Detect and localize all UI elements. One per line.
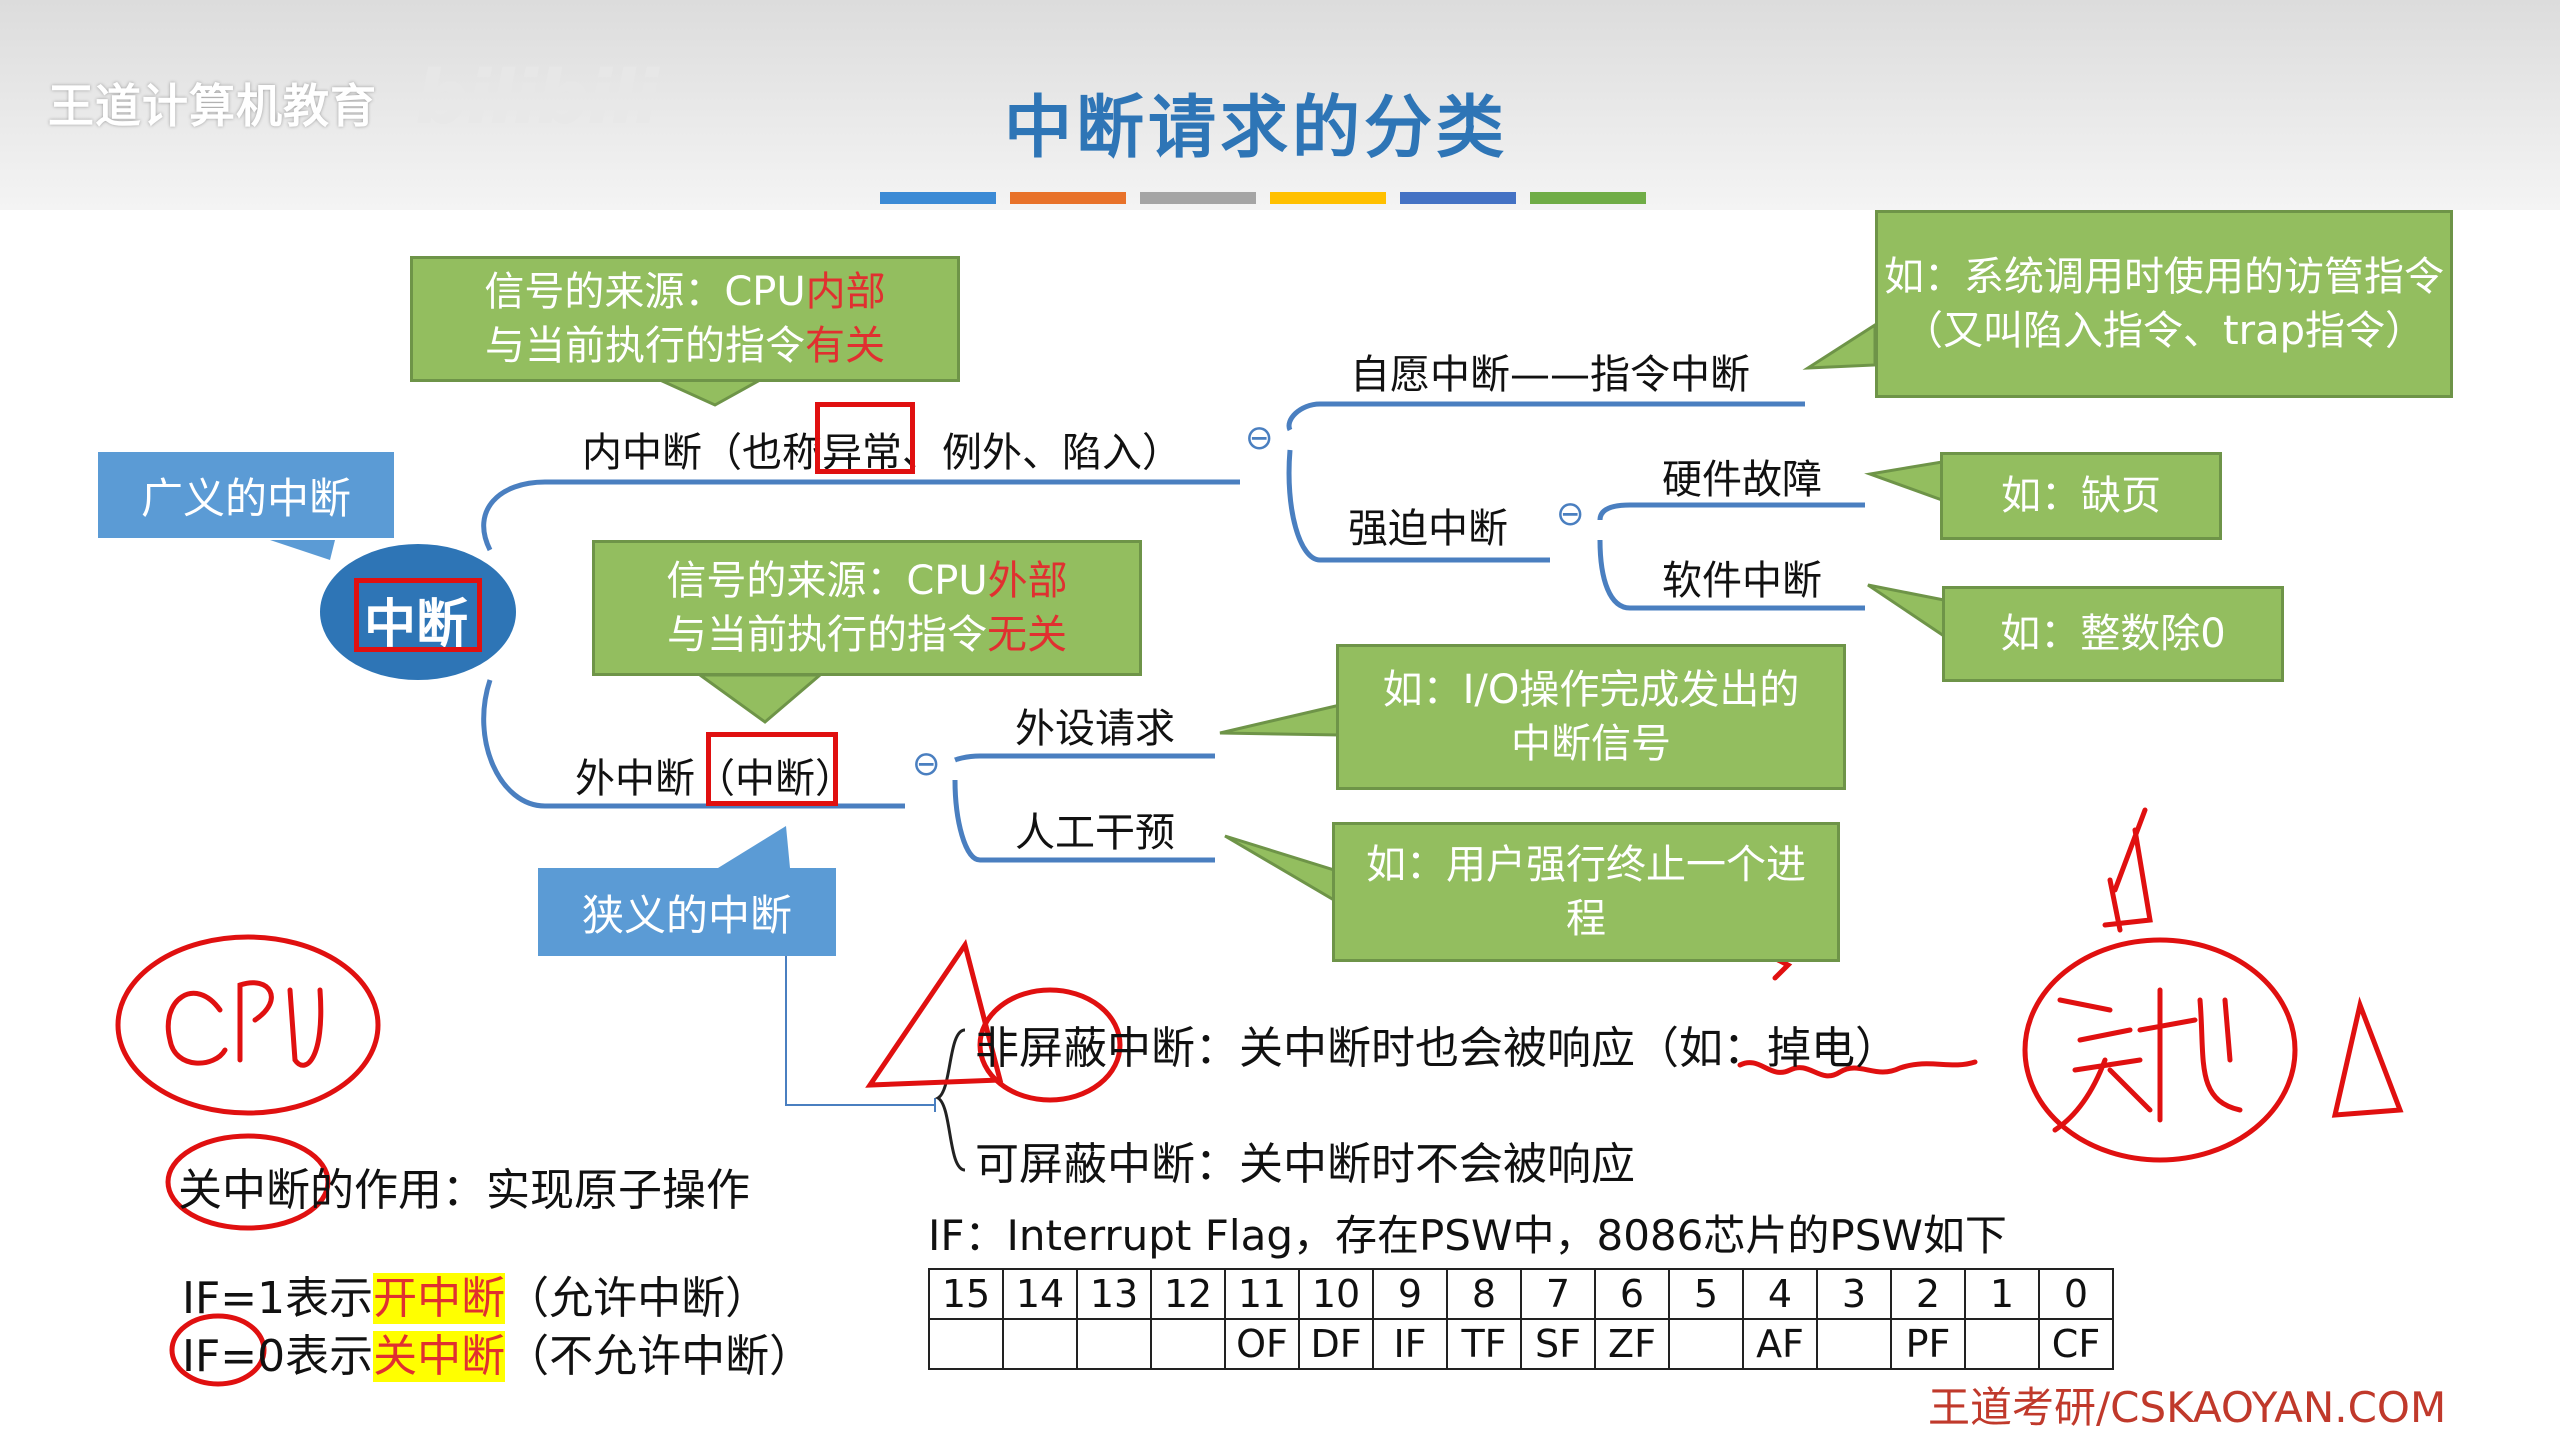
manual-intervention-note: 如：用户强行终止一个进程 <box>1332 822 1840 962</box>
collapse-toggle-internal[interactable]: ⊖ <box>1245 418 1274 458</box>
brace <box>934 1028 966 1172</box>
psw-flag-cell: CF <box>2038 1318 2114 1370</box>
collapse-toggle-external[interactable]: ⊖ <box>912 744 941 784</box>
nonmaskable-note: 非屏蔽中断：关中断时也会被响应（如：掉电） <box>975 1023 1899 1074</box>
psw-bit-4: 4 <box>1742 1268 1818 1320</box>
psw-flag-cell: OF <box>1224 1318 1300 1370</box>
psw-bit-2: 2 <box>1890 1268 1966 1320</box>
exception-highlight-box <box>815 402 915 474</box>
psw-bit-13: 13 <box>1076 1268 1152 1320</box>
internal-source-note: 信号的来源：CPU内部 与当前执行的指令有关 <box>410 256 960 382</box>
external-highlight-box <box>706 732 838 806</box>
psw-bit-5: 5 <box>1668 1268 1744 1320</box>
title-bar-segment-3 <box>1270 192 1386 204</box>
maskable-note: 可屏蔽中断：关中断时不会被响应 <box>975 1139 1635 1190</box>
software-interrupt-note: 如：整数除0 <box>1942 586 2284 682</box>
psw-flag-cell <box>1076 1318 1152 1370</box>
psw-flag-cell <box>1002 1318 1078 1370</box>
psw-bit-0: 0 <box>2038 1268 2114 1320</box>
psw-bit-3: 3 <box>1816 1268 1892 1320</box>
title-bar-segment-2 <box>1140 192 1256 204</box>
device-request-note: 如：I/O操作完成发出的中断信号 <box>1336 644 1846 790</box>
bilibili-watermark: bilibili <box>415 55 659 141</box>
root-highlight-box <box>354 578 482 652</box>
manual-intervention-label: 人工干预 <box>1015 810 1175 856</box>
psw-flag-cell: IF <box>1372 1318 1448 1370</box>
psw-bit-10: 10 <box>1298 1268 1374 1320</box>
title-bar-segment-5 <box>1530 192 1646 204</box>
psw-bit-11: 11 <box>1224 1268 1300 1320</box>
external-interrupt-label: 外中断（中断） <box>575 756 855 802</box>
psw-flag-cell: AF <box>1742 1318 1818 1370</box>
if-flag-description: IF：Interrupt Flag，存在PSW中，8086芯片的PSW如下 <box>928 1211 2007 1260</box>
title-bar-segment-1 <box>1010 192 1126 204</box>
psw-bit-15: 15 <box>928 1268 1004 1320</box>
broad-interrupt-label: 广义的中断 <box>98 452 394 538</box>
external-source-note: 信号的来源：CPU外部 与当前执行的指令无关 <box>592 540 1142 676</box>
psw-bit-9: 9 <box>1372 1268 1448 1320</box>
voluntary-note: 如：系统调用时使用的访管指令（又叫陷入指令、trap指令） <box>1875 210 2453 398</box>
collapse-toggle-forced[interactable]: ⊖ <box>1556 494 1585 534</box>
hardware-fault-note: 如：缺页 <box>1940 452 2222 540</box>
psw-bit-14: 14 <box>1002 1268 1078 1320</box>
footer-brand: 王道考研/CSKAOYAN.COM <box>1928 1383 2447 1432</box>
psw-flag-cell <box>1150 1318 1226 1370</box>
psw-bit-6: 6 <box>1594 1268 1670 1320</box>
psw-bit-12: 12 <box>1150 1268 1226 1320</box>
watermark-logo: 王道计算机教育 <box>48 79 377 133</box>
psw-flag-cell: DF <box>1298 1318 1374 1370</box>
narrow-interrupt-label: 狭义的中断 <box>538 868 836 956</box>
voluntary-interrupt-label: 自愿中断——指令中断 <box>1350 352 1750 398</box>
forced-interrupt-label: 强迫中断 <box>1348 506 1508 552</box>
header-band <box>0 0 2560 210</box>
title-bar-segment-0 <box>880 192 996 204</box>
psw-flag-cell: TF <box>1446 1318 1522 1370</box>
title-color-bar <box>880 192 1660 204</box>
hardware-fault-label: 硬件故障 <box>1662 457 1822 503</box>
psw-bit-1: 1 <box>1964 1268 2040 1320</box>
handwritten-cpu-circle <box>115 934 381 1116</box>
slide-title: 中断请求的分类 <box>1003 89 1508 168</box>
software-interrupt-label: 软件中断 <box>1662 558 1822 604</box>
handwritten-guanji-circle <box>2022 937 2298 1163</box>
psw-bit-7: 7 <box>1520 1268 1596 1320</box>
if0-note: IF=0表示关中断（不允许中断） <box>182 1331 814 1382</box>
psw-bit-8: 8 <box>1446 1268 1522 1320</box>
psw-flag-cell: PF <box>1890 1318 1966 1370</box>
device-request-label: 外设请求 <box>1015 706 1175 752</box>
psw-flag-cell <box>928 1318 1004 1370</box>
title-bar-segment-4 <box>1400 192 1516 204</box>
psw-flag-cell <box>1816 1318 1892 1370</box>
psw-flag-cell: ZF <box>1594 1318 1670 1370</box>
root-node: 中断 <box>364 595 469 655</box>
psw-flag-cell <box>1964 1318 2040 1370</box>
psw-flag-cell: SF <box>1520 1318 1596 1370</box>
if1-note: IF=1表示开中断（允许中断） <box>182 1273 770 1324</box>
psw-flag-cell <box>1668 1318 1744 1370</box>
close-interrupt-purpose: 关中断的作用：实现原子操作 <box>178 1165 750 1216</box>
internal-interrupt-label: 内中断（也称异常、例外、陷入） <box>582 430 1182 476</box>
